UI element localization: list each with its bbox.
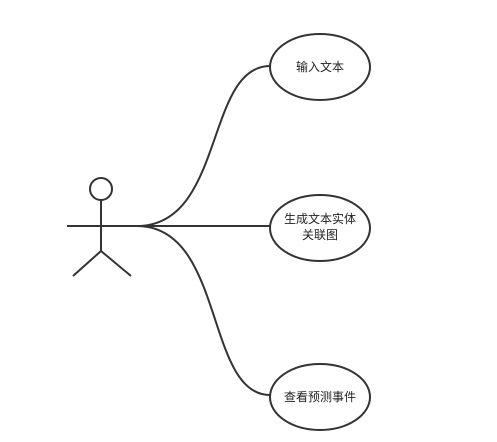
association-line-1 [136,65,271,227]
use-case-ellipse [269,363,371,431]
use-case-ellipse [269,194,371,262]
use-case-input-text: 输入文本 [269,33,371,101]
actor-left-leg [72,250,102,277]
association-line-3 [136,225,271,396]
use-case-label: 输入文本 [296,59,344,74]
actor-head [89,177,113,201]
actor-right-leg [100,250,132,277]
use-case-label-line-2: 关联图 [302,228,338,242]
use-case-view-predicted-events: 查看预测事件 [269,363,371,431]
use-case-generate-entity-graph: 生成文本实体 关联图 [269,194,371,262]
use-case-label-line-1: 生成文本实体 [284,211,356,226]
actor [67,177,137,277]
use-case-label: 查看预测事件 [284,390,356,404]
use-case-ellipse [269,33,371,101]
